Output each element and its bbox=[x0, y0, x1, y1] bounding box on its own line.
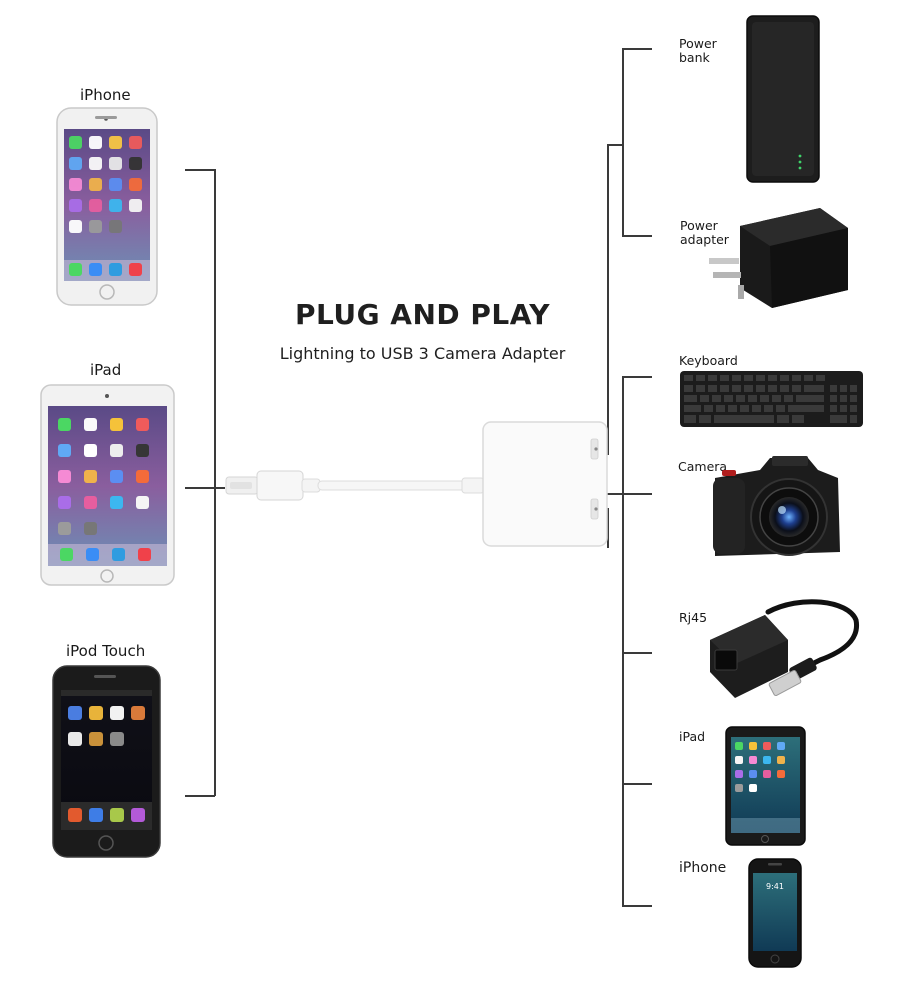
right-device-label-iphone: iPhone bbox=[679, 860, 727, 876]
connector-line bbox=[622, 48, 624, 236]
power-adapter-icon bbox=[709, 208, 848, 308]
connector-line bbox=[607, 144, 609, 455]
left-device-label-ipod-touch: iPod Touch bbox=[66, 642, 146, 660]
connector-line bbox=[622, 48, 652, 50]
svg-text:9:41: 9:41 bbox=[766, 882, 784, 891]
right-device-label-power-adapter: Power adapter bbox=[680, 218, 729, 247]
iphone-icon-right: 9:41 bbox=[748, 858, 802, 968]
ipad-icon bbox=[40, 384, 175, 586]
connector-line bbox=[622, 235, 652, 237]
connector-line bbox=[622, 783, 652, 785]
power-bank-icon bbox=[746, 15, 820, 183]
right-device-label-camera: Camera bbox=[678, 459, 728, 474]
page-subtitle: Lightning to USB 3 Camera Adapter bbox=[279, 344, 566, 363]
right-device-label-rj45: Rj45 bbox=[679, 610, 708, 625]
ethernet-adapter-icon bbox=[710, 599, 860, 698]
connector-line bbox=[622, 493, 652, 495]
connector-line bbox=[185, 169, 215, 171]
right-device-label-ipad: iPad bbox=[679, 729, 706, 744]
camera-icon bbox=[713, 456, 840, 556]
left-device-label-ipad: iPad bbox=[90, 361, 122, 379]
connector-line bbox=[622, 652, 652, 654]
ipad-icon-right bbox=[725, 726, 806, 846]
connector-line bbox=[607, 144, 623, 146]
connector-line bbox=[185, 487, 225, 489]
left-device-label-iphone: iPhone bbox=[80, 86, 131, 104]
keyboard-icon bbox=[680, 371, 863, 427]
ipod-touch-icon bbox=[52, 665, 161, 858]
camera-adapter-icon bbox=[225, 421, 608, 547]
connector-line bbox=[185, 795, 215, 797]
connector-line bbox=[622, 905, 652, 907]
right-device-label-keyboard: Keyboard bbox=[679, 353, 738, 368]
connector-line bbox=[607, 493, 625, 495]
iphone-icon bbox=[56, 107, 158, 306]
connector-line bbox=[214, 169, 216, 796]
connector-line bbox=[622, 376, 652, 378]
connector-line bbox=[622, 376, 624, 906]
page-title: PLUG AND PLAY bbox=[294, 298, 551, 331]
right-device-label-power-bank: Power bank bbox=[679, 36, 717, 65]
